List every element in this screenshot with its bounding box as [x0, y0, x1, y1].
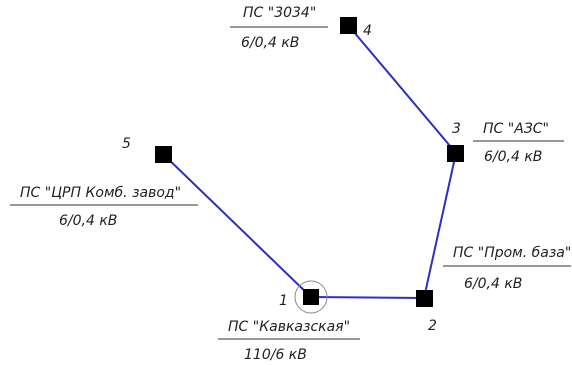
node-5-number: 5: [122, 136, 131, 152]
node-5-name: ПС "ЦРП Комб. завод": [20, 185, 181, 201]
node-4: 4 ПС "3034" 6/0,4 кВ: [230, 5, 372, 51]
node-1-marker: [303, 289, 319, 305]
node-5: 5 ПС "ЦРП Комб. завод" 6/0,4 кВ: [10, 136, 198, 229]
node-3-name: ПС "АЗС": [483, 121, 549, 137]
node-1-name: ПС "Кавказская": [228, 319, 350, 335]
node-2: 2 ПС "Пром. база" 6/0,4 кВ: [416, 245, 571, 334]
node-4-number: 4: [363, 23, 372, 39]
node-1-highlight-ring: [294, 280, 328, 314]
node-3-number: 3: [452, 121, 461, 137]
edge-1-2: [310, 296, 425, 299]
node-4-name: ПС "3034": [243, 5, 316, 21]
node-1: 1 ПС "Кавказская" 110/6 кВ: [218, 280, 360, 363]
node-5-marker: [155, 146, 172, 163]
node-5-voltage: 6/0,4 кВ: [59, 213, 117, 229]
node-2-number: 2: [428, 318, 437, 334]
node-4-voltage: 6/0,4 кВ: [241, 35, 299, 51]
edge-1-5: [162, 153, 312, 298]
node-2-marker: [416, 290, 433, 307]
edge-2-3: [423, 152, 457, 299]
node-3-marker: [447, 145, 464, 162]
edge-3-4: [347, 24, 457, 154]
node-1-voltage: 110/6 кВ: [244, 347, 307, 363]
node-2-name: ПС "Пром. база": [453, 245, 571, 261]
node-3-voltage: 6/0,4 кВ: [484, 149, 542, 165]
node-4-marker: [340, 17, 357, 34]
node-3: 3 ПС "АЗС" 6/0,4 кВ: [447, 121, 564, 165]
node-2-voltage: 6/0,4 кВ: [464, 276, 522, 292]
node-1-number: 1: [279, 293, 288, 309]
edges: [162, 24, 457, 299]
